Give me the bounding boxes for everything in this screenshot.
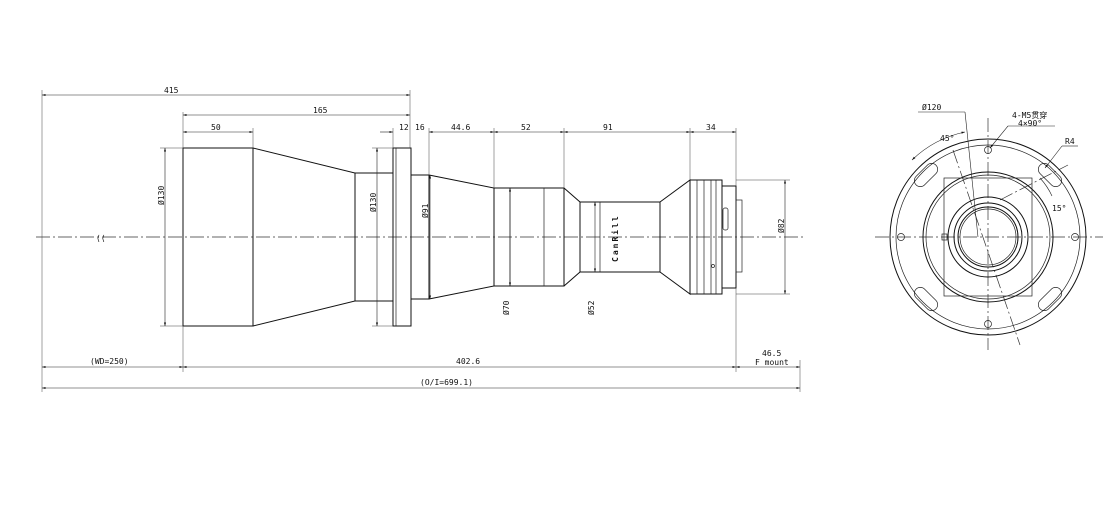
slot-bottom-left <box>913 286 939 312</box>
dim-34: 34 <box>706 123 716 132</box>
dim-phi91: Ø91 <box>420 203 430 218</box>
slot-bottom-right <box>1037 286 1063 312</box>
end-view: 45° Ø120 4-M5贯穿 4×90° R4 15° <box>875 102 1103 350</box>
dim-91: 91 <box>603 123 613 132</box>
slot-top-left <box>913 162 939 188</box>
dim-52: 52 <box>521 123 531 132</box>
mount-hole-bottom <box>984 320 992 328</box>
dim-phi52: Ø52 <box>586 300 596 315</box>
dim-phi120: Ø120 <box>922 102 941 112</box>
slot-top-right <box>1037 162 1063 188</box>
dim-44-6: 44.6 <box>451 123 470 132</box>
bolt-circle <box>895 144 1081 330</box>
mount-hole-left <box>897 233 905 241</box>
holes-label: 4-M5贯穿 <box>1012 110 1047 120</box>
mount-hole-right <box>1071 233 1079 241</box>
dim-oi: (O/I=699.1) <box>420 378 473 387</box>
mount-hole-top <box>984 146 992 154</box>
angle-arc-45 <box>911 131 966 161</box>
axis-break-mark: ⟨⟨ <box>96 234 106 243</box>
dim-phi70: Ø70 <box>501 300 511 315</box>
r4-label: R4 <box>1065 137 1075 146</box>
mount-circle <box>947 196 1029 278</box>
lens-bore-outer <box>953 202 1023 272</box>
dim-phi130-flange: Ø130 <box>368 193 378 212</box>
dim-165: 165 <box>313 106 328 115</box>
side-view: ⟨⟨ CanRill <box>36 86 805 392</box>
flange-outer-circle <box>889 138 1087 336</box>
tube-52 <box>579 201 661 273</box>
dim-wd: (WD=250) <box>90 357 129 366</box>
mount-label: F mount <box>755 358 789 367</box>
front-hood <box>182 147 254 327</box>
brand-label: CanRill <box>610 214 620 262</box>
dim-16: 16 <box>415 123 425 132</box>
angle-15: 15° <box>1052 204 1066 213</box>
body-circle <box>922 171 1054 303</box>
dim-phi82: Ø82 <box>776 218 786 233</box>
inner-square <box>943 177 1033 297</box>
dim-402-6: 402.6 <box>456 357 480 366</box>
barrel-70 <box>493 187 565 287</box>
dim-12: 12 <box>399 123 409 132</box>
angle-arc-15 <box>1039 177 1053 197</box>
dim-415: 415 <box>164 86 179 95</box>
lens-bore-inner <box>957 206 1019 268</box>
dim-phi130-front: Ø130 <box>156 186 166 205</box>
angle-45: 45° <box>940 134 954 143</box>
dim-46-5: 46.5 <box>762 349 781 358</box>
holes-angle: 4×90° <box>1018 119 1042 128</box>
dim-50: 50 <box>211 123 221 132</box>
